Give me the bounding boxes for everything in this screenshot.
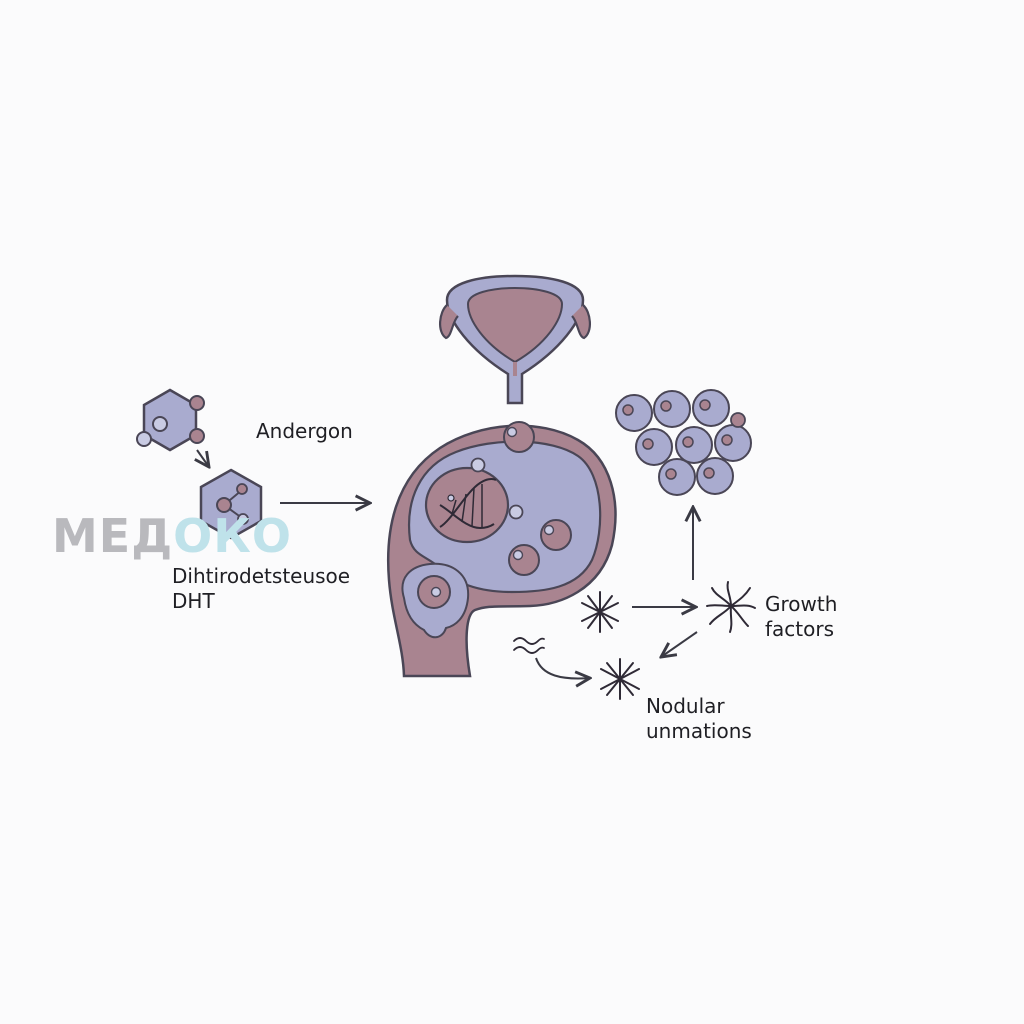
nodular-label: Nodular unmations [646,694,752,744]
cell-cluster-icon [615,389,752,496]
cluster-cell [692,389,730,427]
vesicle [503,421,535,453]
dht-label-line-2: DHT [172,589,215,613]
androgen-molecule-icon [136,388,205,452]
cluster-cell [653,390,691,428]
conversion-arrow [197,449,209,467]
watermark-logo: МЕДОКО [52,510,292,562]
nodular-label-line-2: unmations [646,719,752,743]
cluster-cell [615,394,653,432]
bud-cell [401,562,470,639]
growth-factors-icon [706,581,756,633]
nodular-starburst-icon [600,658,640,700]
watermark-part-2: ОКО [173,509,292,563]
cluster-cell [658,458,696,496]
androgen-label: Andergon [256,419,353,443]
watermark-part-1: МЕД [52,509,174,563]
growth-label-line-1: Growth [765,592,838,616]
signal-starburst-icon [581,591,619,633]
dht-molecule-icon [199,468,263,540]
wave-signal-icon [513,637,545,654]
growth-label-line-2: factors [765,617,835,641]
cluster-cell [696,457,734,495]
growth-factors-label: Growth factors [765,592,837,642]
bladder-icon [439,274,591,405]
cluster-cell [714,424,752,462]
cluster-cell [675,426,713,464]
dht-label: Dihtirodetsteusoe DHT [172,564,350,614]
nodular-label-line-1: Nodular [646,694,725,718]
nucleus-dna-icon [424,457,524,544]
cluster-particle [730,412,746,428]
growth-to-nodular-arrow [661,631,698,657]
dht-label-line-1: Dihtirodetsteusoe [172,564,351,588]
vesicle [540,519,572,551]
wave-to-nodular-arrow [535,657,590,678]
cluster-cell [635,428,673,466]
vesicle [508,544,540,576]
prostate-cell-illustration [386,421,617,678]
